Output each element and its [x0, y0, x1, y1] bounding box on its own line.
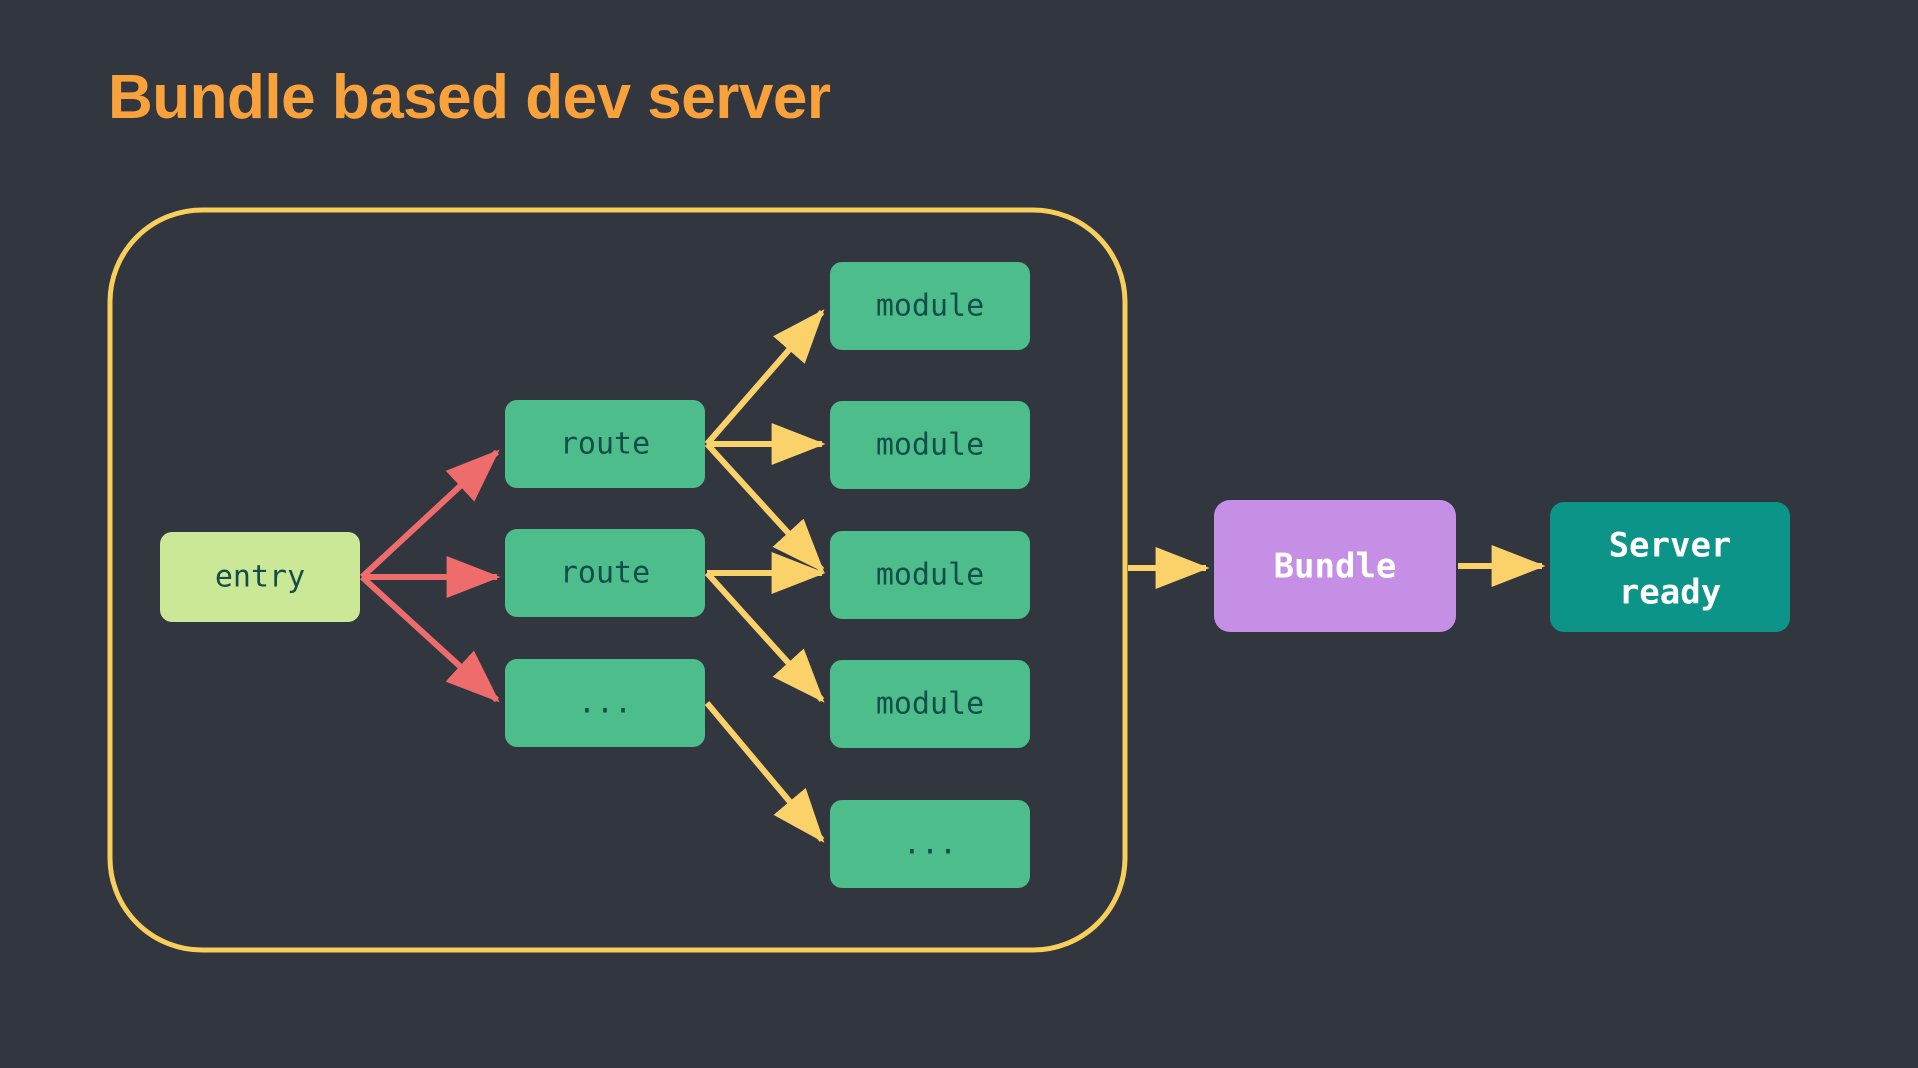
node-route-1-label: route	[560, 427, 650, 462]
node-route-ellipsis-label: ...	[578, 686, 632, 721]
node-module-ellipsis-box[interactable]	[830, 800, 1030, 888]
node-module-1-label: module	[876, 289, 984, 324]
node-module-ellipsis[interactable]: ...	[830, 800, 1030, 888]
node-module-2[interactable]: module	[830, 401, 1030, 489]
node-route-2[interactable]: route	[505, 529, 705, 617]
node-entry-box[interactable]	[160, 532, 360, 622]
node-module-ellipsis-label: ...	[903, 827, 957, 862]
node-module-3-label: module	[876, 558, 984, 593]
node-route-2-label: route	[560, 556, 650, 591]
node-bundle-box[interactable]	[1214, 500, 1456, 632]
node-module-4-box[interactable]	[830, 660, 1030, 748]
page-title: Bundle based dev server	[108, 63, 831, 132]
node-route-1-box[interactable]	[505, 400, 705, 488]
node-bundle[interactable]: Bundle	[1214, 500, 1456, 632]
node-module-3-box[interactable]	[830, 531, 1030, 619]
node-route-2-box[interactable]	[505, 529, 705, 617]
node-route-ellipsis-box[interactable]	[505, 659, 705, 747]
node-module-2-label: module	[876, 428, 984, 463]
dev-server-boundary	[107, 207, 1128, 953]
node-route-1[interactable]: route	[505, 400, 705, 488]
edge-entry-to-route-1	[359, 449, 500, 580]
node-module-1[interactable]: module	[830, 262, 1030, 350]
node-bundle-label: Bundle	[1274, 547, 1397, 587]
node-entry[interactable]: entry	[160, 532, 360, 622]
node-server-ready[interactable]: Server ready	[1550, 502, 1790, 632]
node-entry-label: entry	[215, 560, 305, 595]
node-server-ready-box[interactable]	[1550, 502, 1790, 632]
node-module-2-box[interactable]	[830, 401, 1030, 489]
node-module-3[interactable]: module	[830, 531, 1030, 619]
node-module-4[interactable]: module	[830, 660, 1030, 748]
node-module-4-label: module	[876, 687, 984, 722]
edge-route-1-to-module-1	[704, 309, 825, 446]
edge-route-1-to-module-3	[704, 441, 825, 573]
edge-route-3-to-module-ellipsis	[704, 701, 825, 843]
node-route-ellipsis[interactable]: ...	[505, 659, 705, 747]
node-server-ready-label-line-2: ready	[1619, 573, 1721, 613]
edge-entry-to-route-3	[359, 574, 500, 703]
edge-route-2-to-module-4	[704, 570, 825, 703]
node-server-ready-label-line-1: Server	[1609, 526, 1732, 566]
node-module-1-box[interactable]	[830, 262, 1030, 350]
